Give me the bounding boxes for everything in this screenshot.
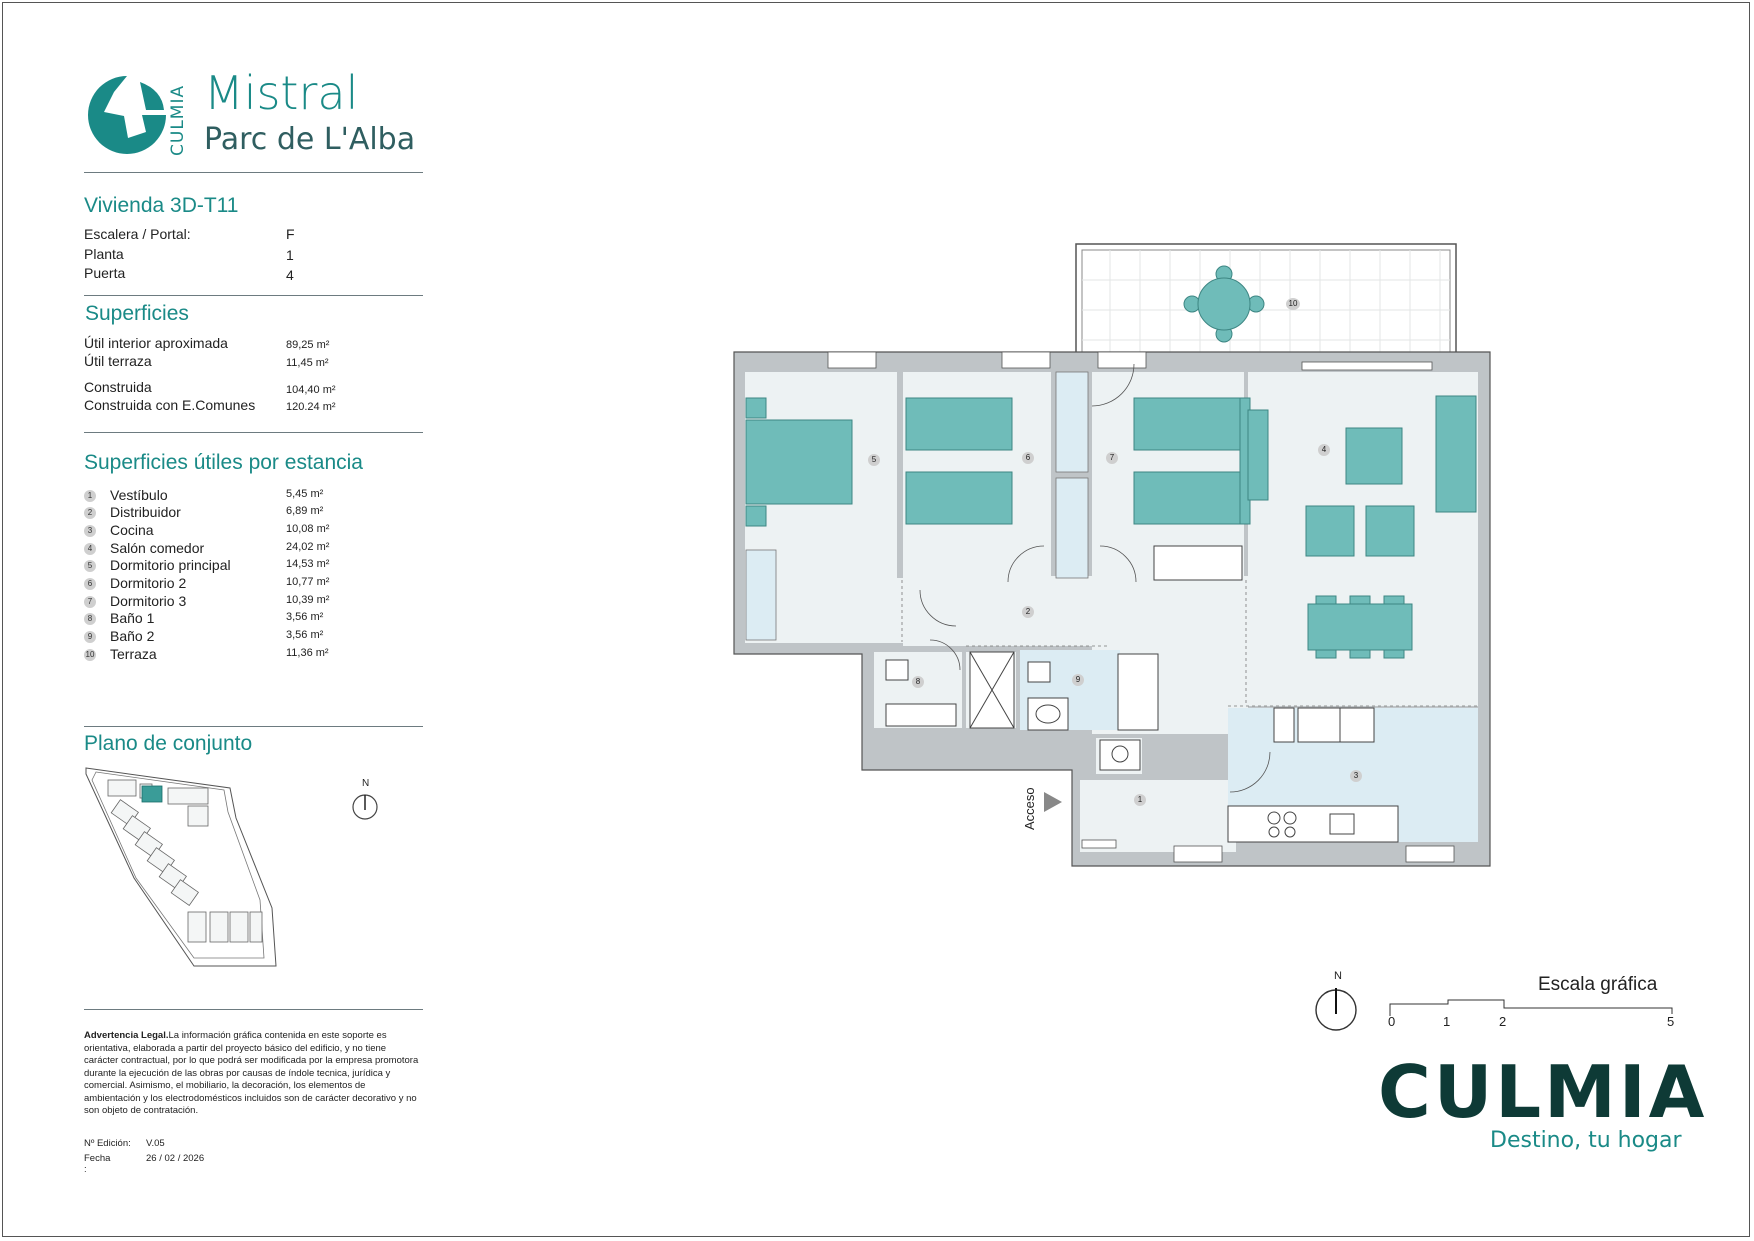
- room-marker: 4: [1318, 444, 1330, 456]
- site-north-label: N: [362, 778, 370, 789]
- surface-label: Útil interior aproximada: [84, 335, 228, 351]
- access-label: Acceso: [1022, 787, 1037, 830]
- date-value: 26 / 02 / 2026: [146, 1153, 205, 1164]
- project-name: Mistral: [204, 66, 359, 120]
- furniture: [745, 395, 1477, 659]
- scale-title: Escala gráfica: [1538, 974, 1658, 995]
- room-marker: 1: [1134, 794, 1146, 806]
- room-marker: 5: [868, 454, 880, 466]
- north-arrow-icon: [1315, 988, 1357, 1031]
- room-marker: 9: [1072, 674, 1084, 686]
- floor-plan: [733, 243, 1491, 867]
- edition-label: Nº Edición:: [84, 1138, 131, 1149]
- field-label: Puerta: [84, 265, 126, 281]
- field-label: Escalera / Portal:: [84, 226, 191, 242]
- room-marker: 8: [912, 676, 924, 688]
- north-label: N: [1334, 970, 1342, 982]
- legal-text: La información gráfica contenida en este…: [84, 1030, 419, 1116]
- scale-tick: 1: [1443, 1014, 1451, 1029]
- surface-value: 89,25 m²: [286, 339, 330, 351]
- culmia-vertical-label: CULMIA: [168, 84, 188, 156]
- surfaces-title: Superficies: [85, 302, 189, 325]
- scale-tick: 5: [1667, 1014, 1675, 1029]
- room-marker: 3: [1350, 770, 1362, 782]
- divider: [84, 1009, 423, 1010]
- divider: [84, 726, 423, 727]
- site-plan-title: Plano de conjunto: [84, 732, 253, 755]
- date-colon: :: [84, 1164, 87, 1175]
- field-value: 4: [286, 267, 294, 283]
- date-label: Fecha: [84, 1153, 111, 1164]
- tagline: Destino, tu hogar: [1490, 1128, 1682, 1153]
- rooms-title: Superficies útiles por estancia: [84, 451, 363, 474]
- surface-label: Construida: [84, 379, 152, 395]
- unit-title: Vivienda 3D-T11: [84, 194, 239, 217]
- divider: [84, 172, 423, 173]
- surface-value: 11,45 m²: [286, 357, 329, 369]
- scale-tick: 0: [1388, 1014, 1396, 1029]
- room-marker: 7: [1106, 452, 1118, 464]
- site-plan-diagram: [85, 767, 277, 967]
- room-marker: 2: [1022, 606, 1034, 618]
- surface-value: 120.24 m²: [286, 401, 336, 413]
- surface-value: 104,40 m²: [286, 384, 336, 396]
- graphic-scale-bar: [1389, 999, 1673, 1016]
- door-swings: [919, 363, 1271, 793]
- edition-value: V.05: [146, 1138, 165, 1149]
- room-marker: 10: [1286, 298, 1300, 310]
- site-north-arrow-icon: [352, 794, 378, 820]
- legal-notice: Advertencia Legal.La información gráfica…: [84, 1030, 419, 1118]
- divider: [84, 295, 423, 296]
- legal-heading: Advertencia Legal.: [84, 1030, 169, 1041]
- field-value: 1: [286, 247, 294, 263]
- surface-label: Construida con E.Comunes: [84, 397, 256, 413]
- field-label: Planta: [84, 246, 124, 262]
- field-value: F: [286, 226, 295, 242]
- culmia-logo: CULMIA: [1378, 1050, 1708, 1134]
- space-dividers: [901, 580, 1478, 707]
- terrace: [1075, 243, 1457, 357]
- access-arrow-icon: [1044, 792, 1062, 812]
- room-marker: 6: [1022, 452, 1034, 464]
- surface-label: Útil terraza: [84, 353, 152, 369]
- scale-tick: 2: [1499, 1014, 1507, 1029]
- mistral-logo-icon: [88, 76, 166, 154]
- divider: [84, 432, 423, 433]
- project-subname: Parc de L'Alba: [204, 122, 416, 157]
- kitchen-units: [885, 545, 1399, 843]
